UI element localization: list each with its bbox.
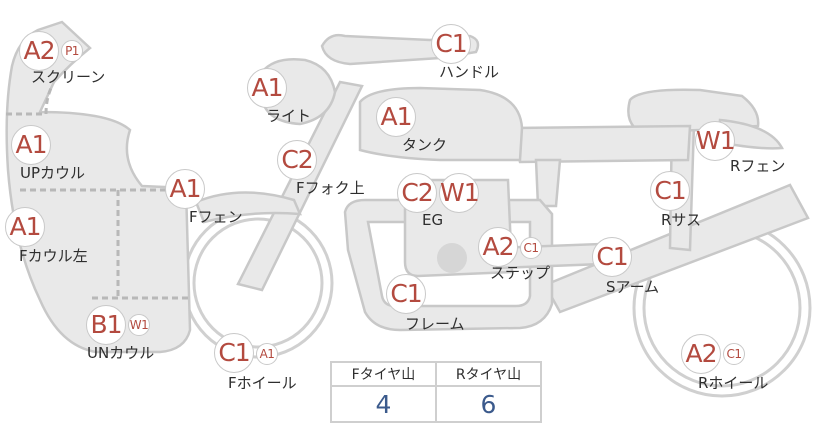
un-cowl-label: UNカウル — [87, 344, 155, 362]
handle-label: ハンドル — [439, 63, 500, 81]
f-wheel-label: Fホイール — [228, 374, 297, 392]
light-label: ライト — [266, 107, 312, 125]
rear-tyre-header: Rタイヤ山 — [435, 361, 542, 387]
un-cowl-sub-grade-badge: W1 — [128, 314, 150, 336]
frame-label: フレーム — [405, 315, 465, 333]
eg-second-grade-badge: W1 — [439, 173, 480, 213]
r-sus-grade-badge: C1 — [650, 171, 690, 211]
tank-grade-badge: A1 — [376, 97, 416, 137]
eg-grade-badge: C2 — [397, 173, 437, 213]
f-fork-upper-label: Fフォク上 — [296, 179, 365, 197]
f-fork-upper-grade-badge: C2 — [277, 140, 317, 180]
light-grade-badge: A1 — [247, 68, 287, 108]
front-fork-shape — [236, 80, 364, 292]
seat-shape — [510, 124, 692, 164]
tyre-tread-table: Fタイヤ山 Rタイヤ山 4 6 — [330, 361, 542, 423]
s-arm-grade-badge: C1 — [592, 237, 632, 277]
tyre-table-value-row: 4 6 — [330, 385, 542, 423]
front-tyre-header: Fタイヤ山 — [330, 361, 437, 387]
r-wheel-label: Rホイール — [698, 374, 769, 392]
f-wheel-sub-grade-badge: A1 — [256, 343, 278, 365]
step-label: ステップ — [490, 264, 551, 282]
screen-cowl-seam — [6, 85, 54, 116]
f-cowl-left-grade-badge: A1 — [5, 207, 45, 247]
s-arm-label: Sアーム — [606, 278, 660, 296]
r-fender-label: Rフェン — [730, 157, 786, 175]
f-wheel-grade-badge: C1 — [214, 333, 254, 373]
f-cowl-left-label: Fカウル左 — [19, 247, 88, 265]
r-wheel-sub-grade-badge: C1 — [723, 343, 745, 365]
screen-grade-badge: A2 — [19, 31, 59, 71]
rear-frame-shape — [534, 158, 562, 208]
handle-grade-badge: C1 — [431, 24, 471, 64]
up-cowl-grade-badge: A1 — [11, 125, 51, 165]
front-fender-shape — [194, 191, 302, 224]
tyre-table-header-row: Fタイヤ山 Rタイヤ山 — [330, 361, 542, 387]
tank-label: タンク — [402, 136, 448, 154]
screen-sub-grade-badge: P1 — [61, 40, 83, 62]
r-wheel-grade-badge: A2 — [681, 334, 721, 374]
r-sus-label: Rサス — [661, 211, 702, 229]
front-tyre-value: 4 — [330, 385, 437, 423]
f-fender-label: Fフェン — [189, 208, 243, 226]
engine-cover — [437, 243, 467, 273]
un-cowl-grade-badge: B1 — [86, 305, 126, 345]
screen-label: スクリーン — [31, 68, 106, 86]
step-sub-grade-badge: C1 — [520, 237, 542, 259]
r-fender-grade-badge: W1 — [695, 121, 736, 161]
step-grade-badge: A2 — [478, 227, 518, 267]
frame-grade-badge: C1 — [386, 274, 426, 314]
up-cowl-label: UPカウル — [20, 164, 86, 182]
f-fender-grade-badge: A1 — [165, 169, 205, 209]
rear-tyre-value: 6 — [435, 385, 542, 423]
eg-label: EG — [422, 211, 444, 229]
